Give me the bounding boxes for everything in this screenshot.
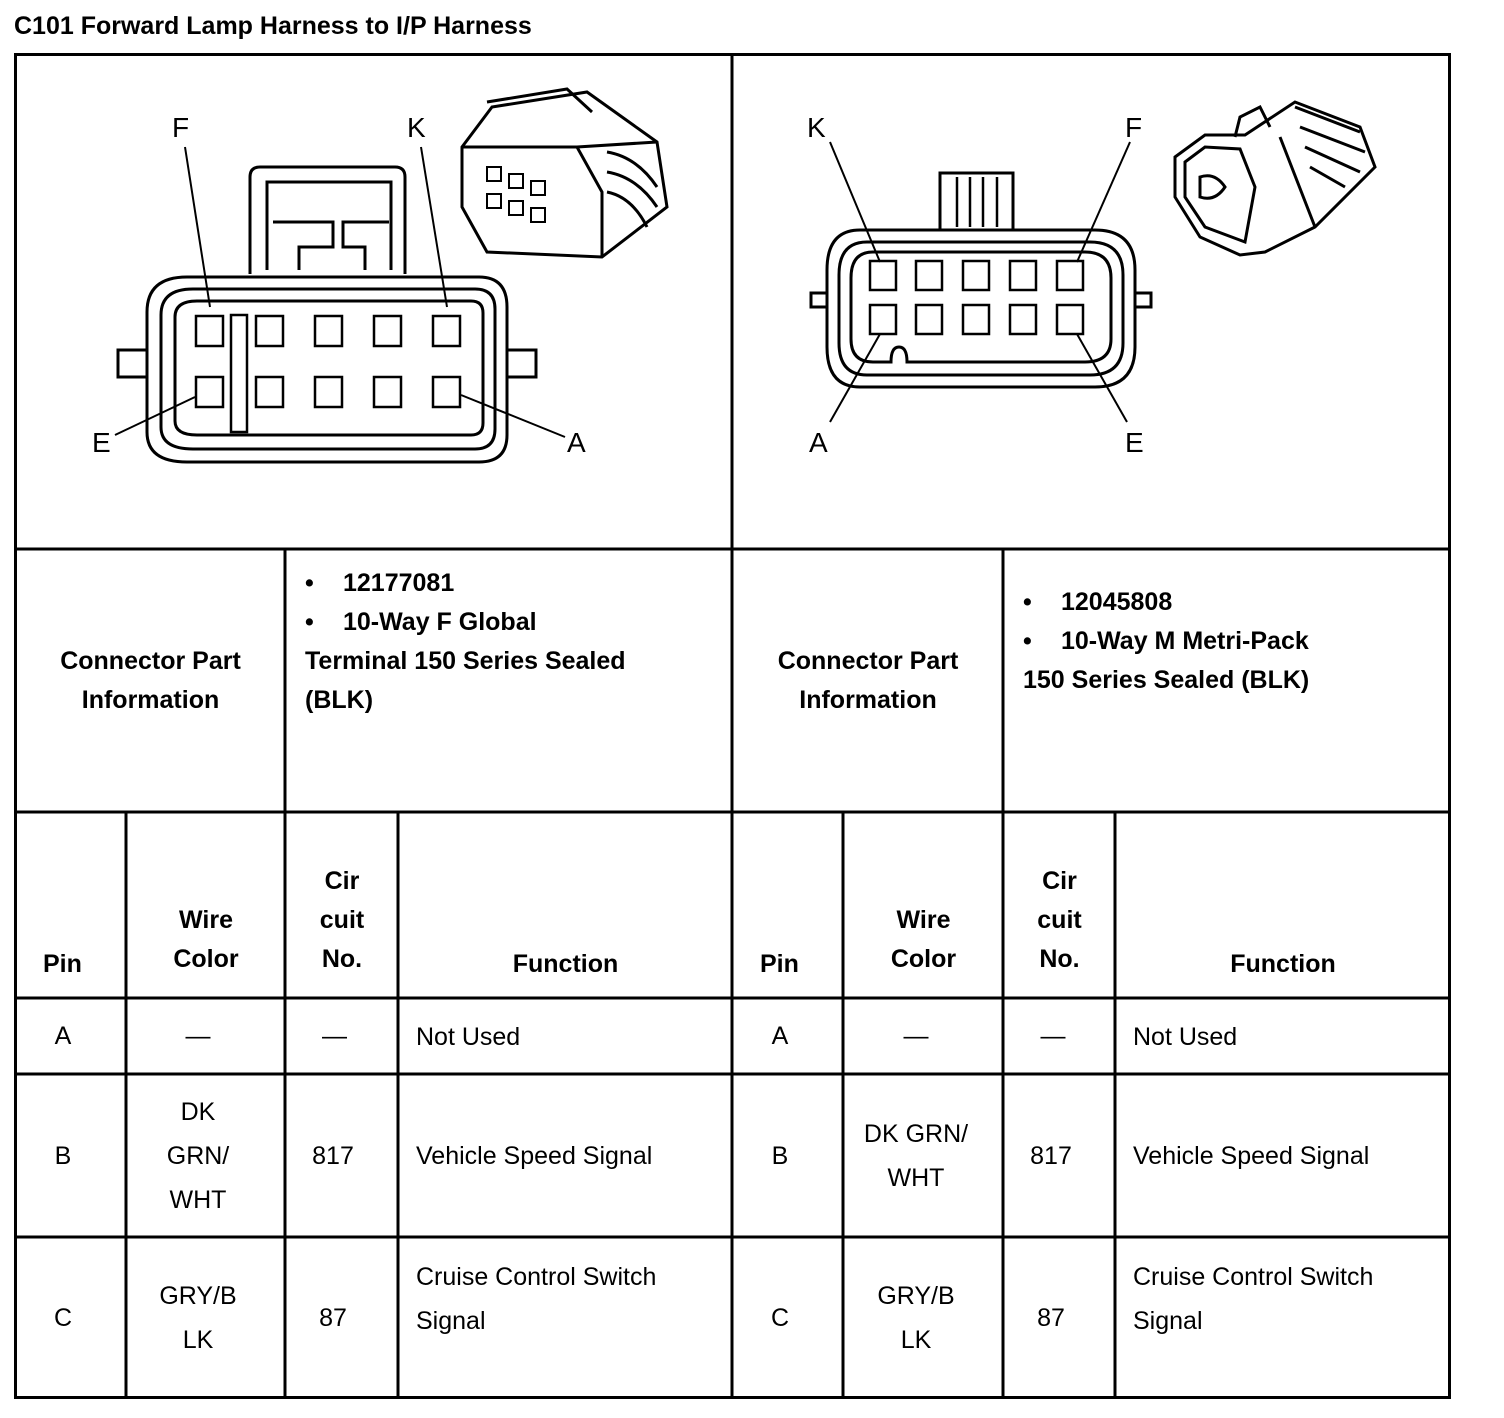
left-connector-details: •12177081 •10-Way F Global Terminal 150 … (287, 564, 731, 804)
bullet: • (1023, 627, 1032, 655)
table-cell-pin: A (771, 1022, 789, 1050)
page-title: C101 Forward Lamp Harness to I/P Harness (14, 12, 532, 40)
table-cell-circuit: 817 (312, 1141, 354, 1170)
left-connector-diagram: F K E A (92, 87, 669, 464)
right-connector-details: •12045808 •10-Way M Metri-Pack 150 Serie… (1005, 583, 1449, 803)
table-cell-circuit: 87 (1037, 1303, 1065, 1332)
right-pin-label-a: A (809, 427, 828, 458)
bullet: • (1023, 588, 1032, 616)
table-cell-pin: B (54, 1141, 72, 1170)
table-cell-pin: C (770, 1303, 790, 1332)
right-part-number: 12045808 (1061, 588, 1173, 616)
right-pin-label-f: F (1125, 112, 1142, 143)
header-function-right: Function (1230, 950, 1336, 978)
left-pin-label-f: F (172, 112, 189, 143)
table-cell-function: Not Used (1133, 1022, 1238, 1051)
table-cell-circuit: 87 (319, 1303, 347, 1332)
table-cell-function: Vehicle Speed Signal (1133, 1142, 1370, 1170)
table-cell-function: Not Used (416, 1022, 521, 1051)
table-cell-wire: DK GRN/WHT (863, 1120, 969, 1192)
header-pin-right: Pin (760, 950, 799, 978)
header-function-left: Function (512, 950, 619, 978)
table-cell-wire: — (185, 1022, 211, 1050)
bullet: • (305, 608, 314, 636)
right-connector-diagram: K F A E (807, 100, 1377, 458)
bullet: • (305, 569, 314, 597)
table-cell-circuit: 817 (1030, 1141, 1072, 1170)
header-pin-left: Pin (43, 950, 82, 978)
right-pin-label-k: K (807, 112, 826, 143)
table-cell-function: Vehicle Speed Signal (416, 1142, 653, 1170)
table-cell-circuit: — (1040, 1022, 1066, 1050)
left-part-number: 12177081 (343, 569, 455, 597)
left-pin-label-a: A (567, 427, 586, 458)
left-pin-label-e: E (92, 427, 111, 458)
table-cell-pin: C (53, 1303, 73, 1332)
table-cell-pin: A (54, 1022, 72, 1050)
table-cell-pin: B (771, 1141, 789, 1170)
right-pin-label-e: E (1125, 427, 1144, 458)
table-cell-circuit: — (322, 1022, 347, 1050)
left-pin-label-k: K (407, 112, 426, 143)
table-cell-wire: — (903, 1022, 929, 1050)
